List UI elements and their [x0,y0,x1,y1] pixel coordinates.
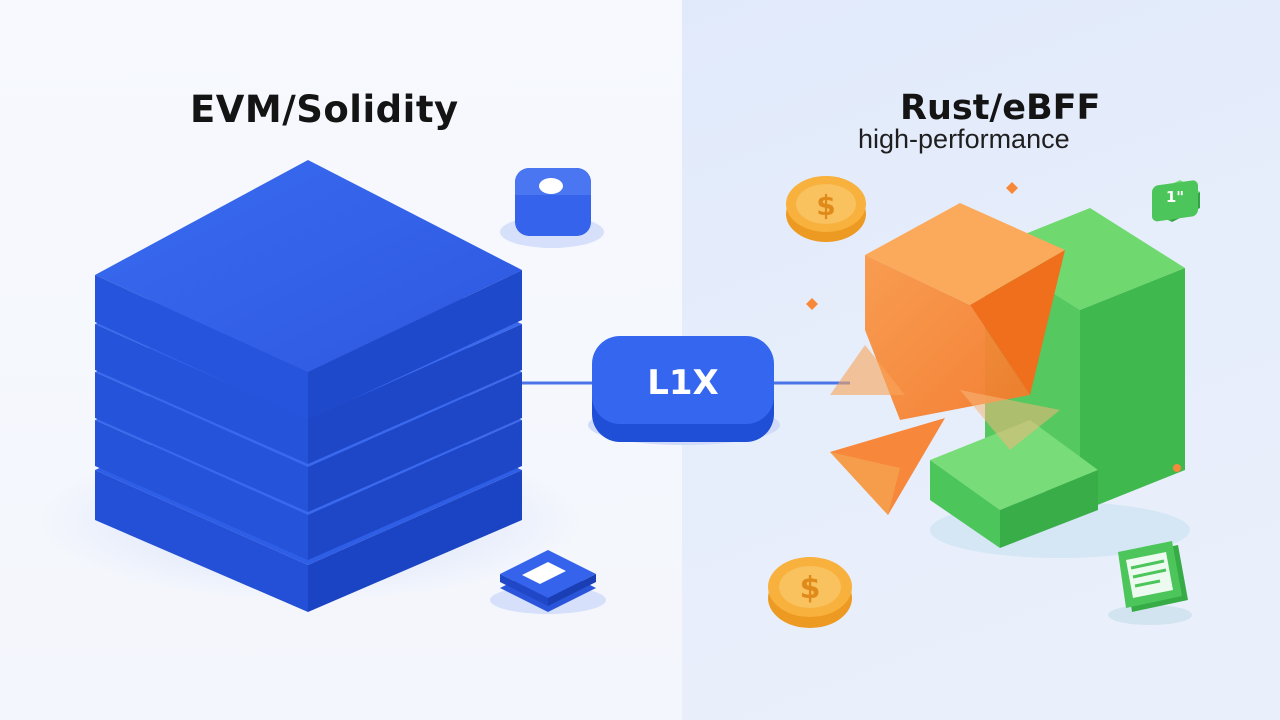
sparkle-dot-icon [1173,464,1181,472]
coin-icon-bottom: $ [768,557,852,628]
left-title: EVM/Solidity [190,88,459,131]
coin-symbol: $ [816,189,835,222]
coin-icon-top: $ [786,176,866,242]
badge-text: 1" [1166,188,1184,206]
sparkle-icon [1006,182,1018,194]
right-title: Rust/eBFF [900,88,1101,128]
orange-prism-icon [830,203,1065,515]
document-stack-icon [490,550,606,614]
right-subtitle: high-performance [858,124,1070,154]
sparkle-icon [806,298,818,310]
layered-stack-icon [40,160,580,612]
green-document-icon [1108,541,1192,625]
small-blue-cube-icon [500,168,604,248]
coin-symbol: $ [800,571,821,606]
l1x-label: L1X [647,363,719,403]
l1x-node: L1X [588,336,780,445]
green-badge-icon: 1" [1152,180,1200,222]
